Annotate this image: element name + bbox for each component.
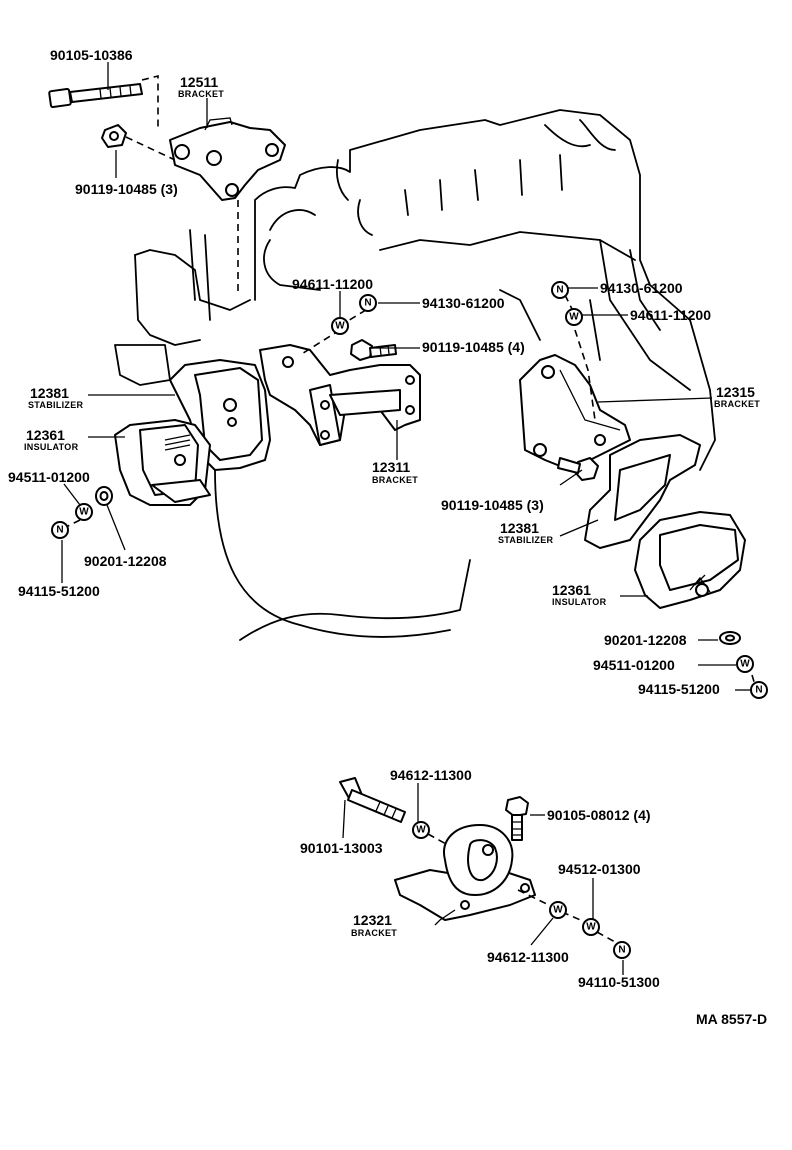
bolt-90105-10386 bbox=[48, 83, 143, 109]
part-number-12321: 12321 bbox=[353, 912, 392, 928]
bracket-12511 bbox=[169, 117, 286, 201]
diagram-code: MA 8557-D bbox=[696, 1011, 767, 1027]
washer-letter: W bbox=[416, 825, 426, 836]
part-number-12381-right: 12381 bbox=[500, 520, 539, 536]
washer-marker: W bbox=[549, 901, 567, 919]
part-number-12511: 12511 bbox=[180, 74, 218, 90]
nut-letter: N bbox=[364, 298, 371, 309]
bracket-12315 bbox=[519, 354, 631, 471]
part-number-12311: 12311 bbox=[372, 459, 410, 475]
stabilizer-12381-right bbox=[584, 434, 701, 549]
stabilizer-12381-left bbox=[169, 359, 271, 471]
callout-94115-51200-left: 94115-51200 bbox=[18, 583, 100, 599]
callout-90105-08012: 90105-08012 (4) bbox=[547, 807, 651, 823]
callout-90201-12208-left: 90201-12208 bbox=[84, 553, 167, 569]
part-name-12381-left: STABILIZER bbox=[28, 400, 84, 410]
nut-marker: N bbox=[750, 681, 768, 699]
washer-letter: W bbox=[740, 659, 750, 670]
part-labels: 12511 BRACKET 12381 STABILIZER 12361 INS… bbox=[24, 74, 760, 938]
bolt-90101-13003 bbox=[339, 777, 406, 823]
callout-94130-61200-right: 94130-61200 bbox=[600, 280, 683, 296]
part-name-12311: BRACKET bbox=[372, 475, 418, 485]
bolt-90119-right bbox=[557, 457, 599, 481]
callout-90119-10485-top: 90119-10485 (3) bbox=[75, 181, 178, 197]
callout-90119-10485-right: 90119-10485 (3) bbox=[441, 497, 544, 513]
washer-letter: W bbox=[335, 321, 345, 332]
callout-94612-11300-top: 94612-11300 bbox=[390, 767, 472, 783]
callout-94611-11200-left: 94611-11200 bbox=[292, 276, 373, 292]
nut-letter: N bbox=[755, 685, 762, 696]
ring-90201-left bbox=[95, 486, 113, 506]
washer-marker: W bbox=[582, 918, 600, 936]
bracket-12311 bbox=[259, 344, 421, 446]
washer-marker: W bbox=[331, 317, 349, 335]
part-name-12361-right: INSULATOR bbox=[552, 597, 607, 607]
callouts: 90105-10386 90119-10485 (3) 94611-11200 … bbox=[8, 47, 720, 990]
washer-letter: W bbox=[79, 507, 89, 518]
part-number-12361-left: 12361 bbox=[26, 427, 65, 443]
nut-marker: N bbox=[51, 521, 69, 539]
leader-lines bbox=[61, 62, 756, 975]
callout-94115-51200-right: 94115-51200 bbox=[638, 681, 720, 697]
ring-90201-right bbox=[719, 631, 741, 645]
callout-94512-01300: 94512-01300 bbox=[558, 861, 641, 877]
washer-letter: W bbox=[569, 312, 579, 323]
nut-letter: N bbox=[556, 285, 563, 296]
part-name-12321: BRACKET bbox=[351, 928, 397, 938]
nut-marker: N bbox=[613, 941, 631, 959]
part-number-12361-right: 12361 bbox=[552, 582, 591, 598]
part-number-12381-left: 12381 bbox=[30, 385, 69, 401]
bolt-90105-08012 bbox=[505, 796, 529, 841]
callout-94611-11200-right: 94611-11200 bbox=[630, 307, 711, 323]
callout-94130-61200-left: 94130-61200 bbox=[422, 295, 505, 311]
part-name-12381-right: STABILIZER bbox=[498, 535, 554, 545]
insulator-12361-right bbox=[634, 511, 746, 609]
part-name-12361-left: INSULATOR bbox=[24, 442, 79, 452]
part-name-12511: BRACKET bbox=[178, 89, 224, 99]
callout-90105-10386: 90105-10386 bbox=[50, 47, 133, 63]
nut-letter: N bbox=[618, 945, 625, 956]
callout-90201-12208-right: 90201-12208 bbox=[604, 632, 687, 648]
callout-90101-13003: 90101-13003 bbox=[300, 840, 383, 856]
callout-94110-51300: 94110-51300 bbox=[578, 974, 660, 990]
nut-marker: N bbox=[359, 294, 377, 312]
engine-block-outline bbox=[114, 109, 716, 641]
bolt-90119-mid bbox=[350, 339, 397, 361]
part-name-12315: BRACKET bbox=[714, 399, 760, 409]
nut-letter: N bbox=[56, 525, 63, 536]
callout-94511-01200-right: 94511-01200 bbox=[593, 657, 675, 673]
washer-letter: W bbox=[586, 922, 596, 933]
part-number-12315: 12315 bbox=[716, 384, 755, 400]
washer-marker: W bbox=[75, 503, 93, 521]
washer-marker: W bbox=[412, 821, 430, 839]
callout-94511-01200-left: 94511-01200 bbox=[8, 469, 90, 485]
callout-90119-10485-mid: 90119-10485 (4) bbox=[422, 339, 525, 355]
bolt-90119-top bbox=[101, 124, 127, 148]
washer-letter: W bbox=[553, 905, 563, 916]
washer-marker: W bbox=[565, 308, 583, 326]
nut-marker: N bbox=[551, 281, 569, 299]
bracket-12321 bbox=[394, 824, 536, 921]
insulator-12361-left bbox=[114, 419, 211, 506]
callout-94612-11300-bottom: 94612-11300 bbox=[487, 949, 569, 965]
washer-marker: W bbox=[736, 655, 754, 673]
